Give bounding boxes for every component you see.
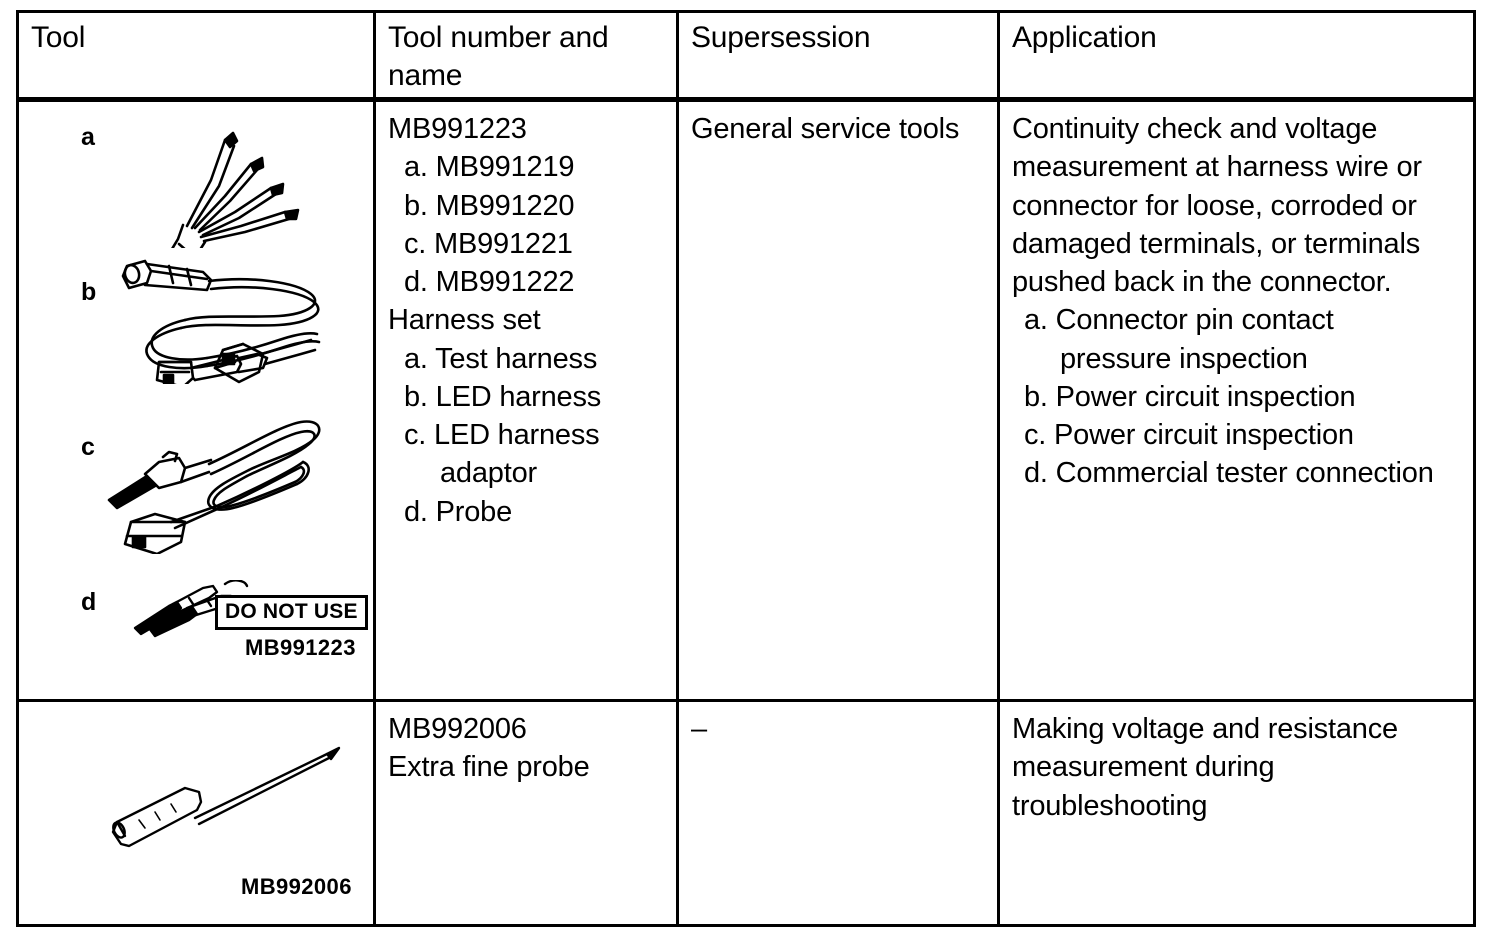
probe-pins-icon — [129, 579, 259, 645]
supersession-value: – — [691, 713, 708, 745]
application-content: Making voltage and resistance measuremen… — [1000, 702, 1473, 833]
tool-number-a: a. MB991219 — [404, 151, 575, 184]
application-cell-harness-set: Continuity check and voltage measurement… — [997, 98, 1476, 702]
column-header-tool-label: Tool — [31, 21, 86, 54]
tool-name-c-cont: adaptor — [440, 457, 537, 490]
tool-number-and-name-cell-extra-fine-probe: MB992006 Extra fine probe — [373, 699, 679, 927]
item-letter-a: a — [81, 123, 95, 151]
tool-number-b: b. MB991220 — [404, 189, 575, 222]
supersession-cell-extra-fine-probe: – — [676, 699, 1000, 927]
column-header-tool-number-and-name: Tool number and name — [373, 10, 679, 102]
tool-name-d: d. Probe — [404, 495, 513, 528]
application-item-a: a. Connector pin contact — [1024, 304, 1334, 337]
tool-main-name: Extra fine probe — [388, 751, 590, 784]
column-header-supersession: Supersession — [676, 10, 1000, 102]
supersession-content: General service tools — [679, 102, 997, 156]
harness-connector-with-leads-icon — [99, 108, 329, 332]
item-letter-b: b — [81, 278, 96, 306]
tool-name-b: b. LED harness — [404, 380, 602, 413]
do-not-use-label: DO NOT USE — [215, 595, 368, 630]
tool-name-c: c. LED harness — [404, 419, 600, 452]
tool-illustration-group: a — [19, 102, 373, 699]
tool-number-c: c. MB991221 — [404, 227, 573, 260]
supersession-content: – — [679, 702, 997, 756]
tool-illustration-cell-extra-fine-probe: MB992006 — [16, 699, 376, 927]
column-header-tool-number-and-name-label: Tool number and name — [388, 21, 609, 92]
special-tools-table: Tool Tool number and name Supersession A… — [16, 10, 1476, 927]
tool-main-name: Harness set — [388, 304, 541, 337]
led-harness-adaptor-cable-icon — [97, 404, 337, 559]
tool-main-number: MB991223 — [388, 113, 527, 145]
tool-illustration-cell-harness-set: a — [16, 98, 376, 702]
tool-illustration-group: MB992006 — [19, 702, 373, 924]
column-header-application-label: Application — [1012, 21, 1157, 54]
application-content: Continuity check and voltage measurement… — [1000, 102, 1473, 501]
tool-name-a: a. Test harness — [404, 342, 598, 375]
column-header-tool: Tool — [16, 10, 376, 102]
tool-number-and-name-cell-harness-set: MB991223 a. MB991219 b. MB991220 c. MB99… — [373, 98, 679, 702]
tool-caption-mb992006: MB992006 — [241, 874, 352, 899]
application-paragraph: Continuity check and voltage measurement… — [1012, 113, 1430, 299]
table-row: MB992006 MB992006 Extra fine probe – — [16, 699, 1476, 927]
item-letter-c: c — [81, 433, 95, 461]
application-item-c: c. Power circuit inspection — [1024, 419, 1354, 452]
application-cell-extra-fine-probe: Making voltage and resistance measuremen… — [997, 699, 1476, 927]
application-item-b: b. Power circuit inspection — [1024, 380, 1356, 413]
application-item-a-cont: pressure inspection — [1060, 342, 1308, 375]
supersession-value: General service tools — [691, 113, 960, 145]
application-item-d: d. Commercial tester connection — [1024, 457, 1434, 490]
tool-caption-mb991223: MB991223 — [245, 635, 356, 660]
supersession-cell-harness-set: General service tools — [676, 98, 1000, 702]
tool-main-number: MB992006 — [388, 713, 527, 745]
tool-number-and-name-content: MB991223 a. MB991219 b. MB991220 c. MB99… — [376, 102, 676, 539]
table-row: a — [16, 98, 1476, 702]
table-header-row: Tool Tool number and name Supersession A… — [16, 10, 1476, 102]
extra-fine-probe-icon — [99, 740, 349, 865]
tool-number-and-name-content: MB992006 Extra fine probe — [376, 702, 676, 795]
application-paragraph: Making voltage and resistance measuremen… — [1012, 713, 1406, 822]
column-header-application: Application — [997, 10, 1476, 102]
tool-number-d: d. MB991222 — [404, 266, 575, 299]
column-header-supersession-label: Supersession — [691, 21, 871, 54]
coiled-led-harness-cable-icon — [111, 254, 341, 389]
item-letter-d: d — [81, 588, 96, 616]
